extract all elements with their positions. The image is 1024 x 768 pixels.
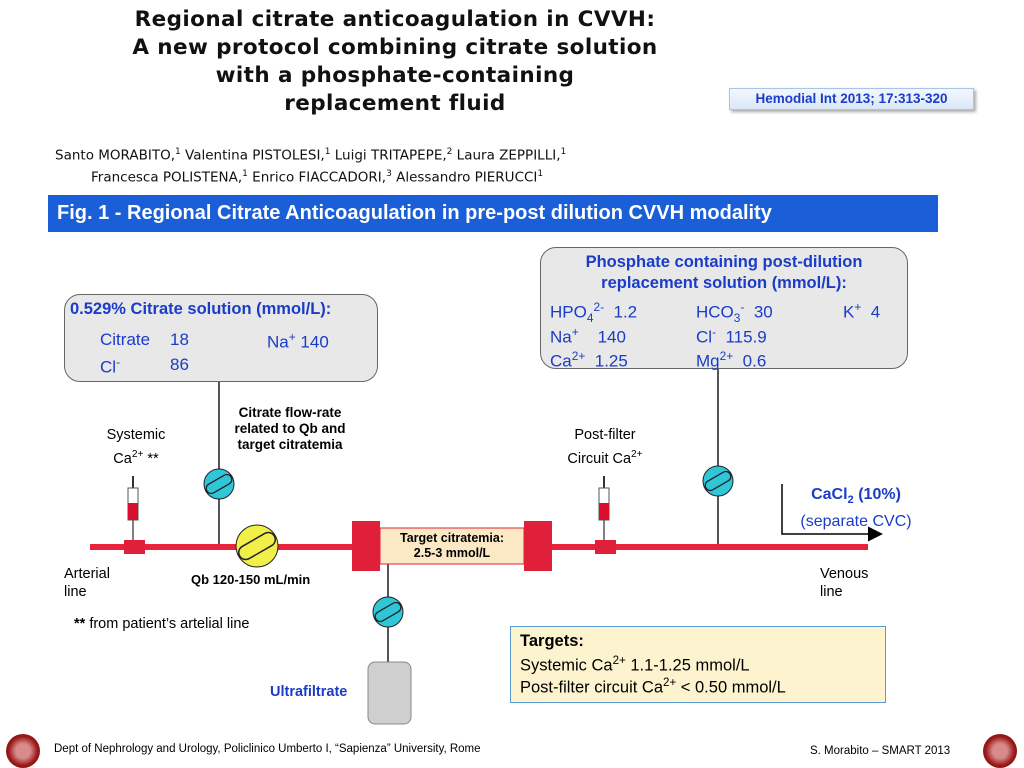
author-name: Alessandro PIERUCCI bbox=[391, 169, 538, 185]
presentation-title: Regional citrate anticoagulation in CVVH… bbox=[0, 6, 790, 118]
targets-title: Targets: bbox=[520, 632, 584, 650]
author-affiliation: 1 bbox=[242, 168, 248, 179]
author-line-2: Francesca POLISTENA,1 Enrico FIACCADORI,… bbox=[55, 165, 566, 187]
author-affiliation: 1 bbox=[537, 168, 544, 179]
author-name: Valentina PISTOLESI, bbox=[180, 147, 325, 164]
target-systemic-calcium: Systemic Ca2+ 1.1-1.25 mmol/L bbox=[520, 655, 750, 675]
title-line-3: with a phosphate-containing bbox=[215, 63, 575, 88]
author-line-1: Santo MORABITO,1 Valentina PISTOLESI,1 L… bbox=[55, 143, 566, 165]
author-affiliation: 3 bbox=[386, 168, 392, 179]
target-post-filter-calcium: Post-filter circuit Ca2+ < 0.50 mmol/L bbox=[520, 677, 786, 697]
phosphate-potassium: K+ 4 bbox=[843, 300, 881, 322]
figure-title-bar: Fig. 1 - Regional Citrate Anticoagulatio… bbox=[48, 195, 938, 232]
filter-outlet-cap bbox=[524, 521, 552, 571]
citrate-flow-rate-label: Citrate flow-rate related to Qb and targ… bbox=[234, 405, 346, 452]
author-name: Luigi TRITAPEPE, bbox=[330, 147, 447, 164]
university-seal-right-icon bbox=[983, 734, 1017, 768]
ultrafiltrate-label: Ultrafiltrate bbox=[270, 684, 348, 700]
citrate-sodium: Na+ 140 bbox=[267, 330, 329, 352]
ultrafiltrate-pump-icon bbox=[372, 596, 404, 628]
targets-box: Targets: Systemic Ca2+ 1.1-1.25 mmol/L P… bbox=[510, 626, 886, 703]
footnote: ** from patient’s artelial line bbox=[74, 616, 250, 632]
phosphate-box-title: Phosphate containing post-dilution repla… bbox=[585, 253, 863, 292]
author-affiliation: 1 bbox=[324, 147, 331, 157]
post-filter-calcium-label: Post-filter Circuit Ca2+ bbox=[567, 427, 643, 467]
filter-inlet-cap bbox=[352, 521, 380, 571]
phosphate-calcium: Ca2+ 1.25 bbox=[550, 349, 628, 371]
author-name: Laura ZEPPILLI, bbox=[452, 147, 561, 164]
author-affiliation: 1 bbox=[560, 147, 567, 157]
target-citratemia-label: Target citratemia: 2.5-3 mmol/L bbox=[400, 531, 504, 560]
ultrafiltrate-bag-icon bbox=[367, 661, 412, 725]
phosphate-magnesium: Mg2+ 0.6 bbox=[696, 349, 767, 371]
footer-affiliation: Dept of Nephrology and Urology, Policlin… bbox=[54, 743, 481, 755]
citrate-box-title: 0.529% Citrate solution (mmol/L): bbox=[70, 300, 332, 318]
post-filter-port bbox=[595, 540, 616, 554]
phosphate-solution-box: Phosphate containing post-dilution repla… bbox=[540, 247, 908, 371]
citrate-chloride-label: Cl- bbox=[100, 355, 121, 377]
author-affiliation: 2 bbox=[446, 147, 453, 157]
citation-badge: Hemodial Int 2013; 17:313-320 bbox=[729, 88, 974, 110]
post-filter-sampling-syringe-icon bbox=[598, 476, 610, 540]
title-line-4: replacement fluid bbox=[284, 91, 506, 116]
hemofilter bbox=[379, 527, 525, 565]
phosphate-hco3: HCO3- 30 bbox=[696, 300, 773, 326]
systemic-sampling-syringe-icon bbox=[127, 476, 139, 540]
venous-line-label: Venous line bbox=[820, 566, 869, 600]
author-name: Enrico FIACCADORI, bbox=[247, 169, 387, 185]
author-name: Francesca POLISTENA, bbox=[91, 169, 243, 185]
author-name: Santo MORABITO, bbox=[55, 147, 175, 164]
replacement-pump-icon bbox=[702, 465, 734, 497]
title-line-2: A new protocol combining citrate solutio… bbox=[132, 35, 658, 60]
systemic-calcium-label: Systemic Ca2+ ** bbox=[106, 427, 166, 467]
footer-author: S. Morabito – SMART 2013 bbox=[810, 745, 951, 757]
citrate-value: 18 bbox=[170, 330, 189, 349]
arterial-line-label: Arterial line bbox=[64, 566, 110, 600]
author-list: Santo MORABITO,1 Valentina PISTOLESI,1 L… bbox=[55, 143, 566, 186]
citrate-chloride-value: 86 bbox=[170, 355, 189, 374]
title-line-1: Regional citrate anticoagulation in CVVH… bbox=[134, 7, 656, 32]
author-affiliation: 1 bbox=[175, 147, 181, 157]
phosphate-chloride: Cl- 115.9 bbox=[696, 325, 767, 347]
cacl2-label: CaCl2 (10%) (separate CVC) bbox=[800, 486, 912, 531]
citrate-pump-icon bbox=[203, 468, 235, 500]
blood-pump-icon bbox=[235, 524, 279, 568]
citrate-solution-box: 0.529% Citrate solution (mmol/L): Citrat… bbox=[64, 294, 378, 382]
university-seal-left-icon bbox=[6, 734, 40, 768]
citrate-label: Citrate bbox=[100, 330, 151, 349]
blood-flow-label: Qb 120-150 mL/min bbox=[191, 572, 311, 587]
cacl2-arrow bbox=[781, 484, 883, 542]
phosphate-sodium: Na+ 140 bbox=[550, 325, 626, 347]
phosphate-hpo4: HPO42- 1.2 bbox=[550, 300, 638, 326]
arterial-port bbox=[124, 540, 145, 554]
